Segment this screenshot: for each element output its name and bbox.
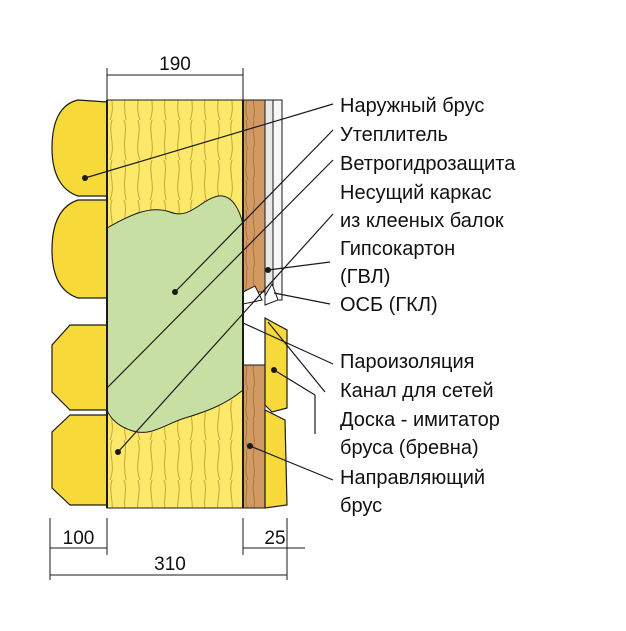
label-frame-line1: Несущий каркас [340, 182, 492, 204]
label-insulation: Утеплитель [340, 124, 448, 146]
label-guide-beam-line2: брус [340, 495, 383, 517]
label-outer-beam: Наружный брус [340, 95, 485, 117]
label-guide-beam-line1: Направляющий [340, 467, 486, 489]
dimension-lines [49, 68, 305, 580]
dim-left-width: 100 [62, 528, 95, 549]
dim-total-width: 310 [154, 554, 186, 575]
label-gypsum-line1: Гипсокартон [340, 238, 456, 260]
outer-logs [51, 99, 108, 508]
carrying-frame [242, 99, 266, 509]
dim-top-width: 190 [159, 54, 191, 75]
insulation [106, 195, 244, 433]
label-gypsum-line2: (ГВЛ) [340, 266, 391, 288]
label-osb: ОСБ (ГКЛ) [340, 294, 438, 316]
leader-lines [84, 103, 334, 481]
label-wind-barrier: Ветрогидрозащита [340, 153, 516, 175]
label-imitation-line2: бруса (бревна) [340, 437, 479, 459]
label-utility-channel: Канал для сетей [340, 380, 494, 402]
label-frame-line2: из клееных балок [340, 210, 504, 232]
gypsum-board [264, 99, 283, 306]
imitation-board [264, 316, 288, 509]
leader-dots [82, 175, 277, 455]
label-vapor-barrier: Пароизоляция [340, 351, 475, 373]
label-imitation-line1: Доска - имитатор [340, 409, 500, 431]
dim-right-width: 25 [264, 528, 286, 549]
